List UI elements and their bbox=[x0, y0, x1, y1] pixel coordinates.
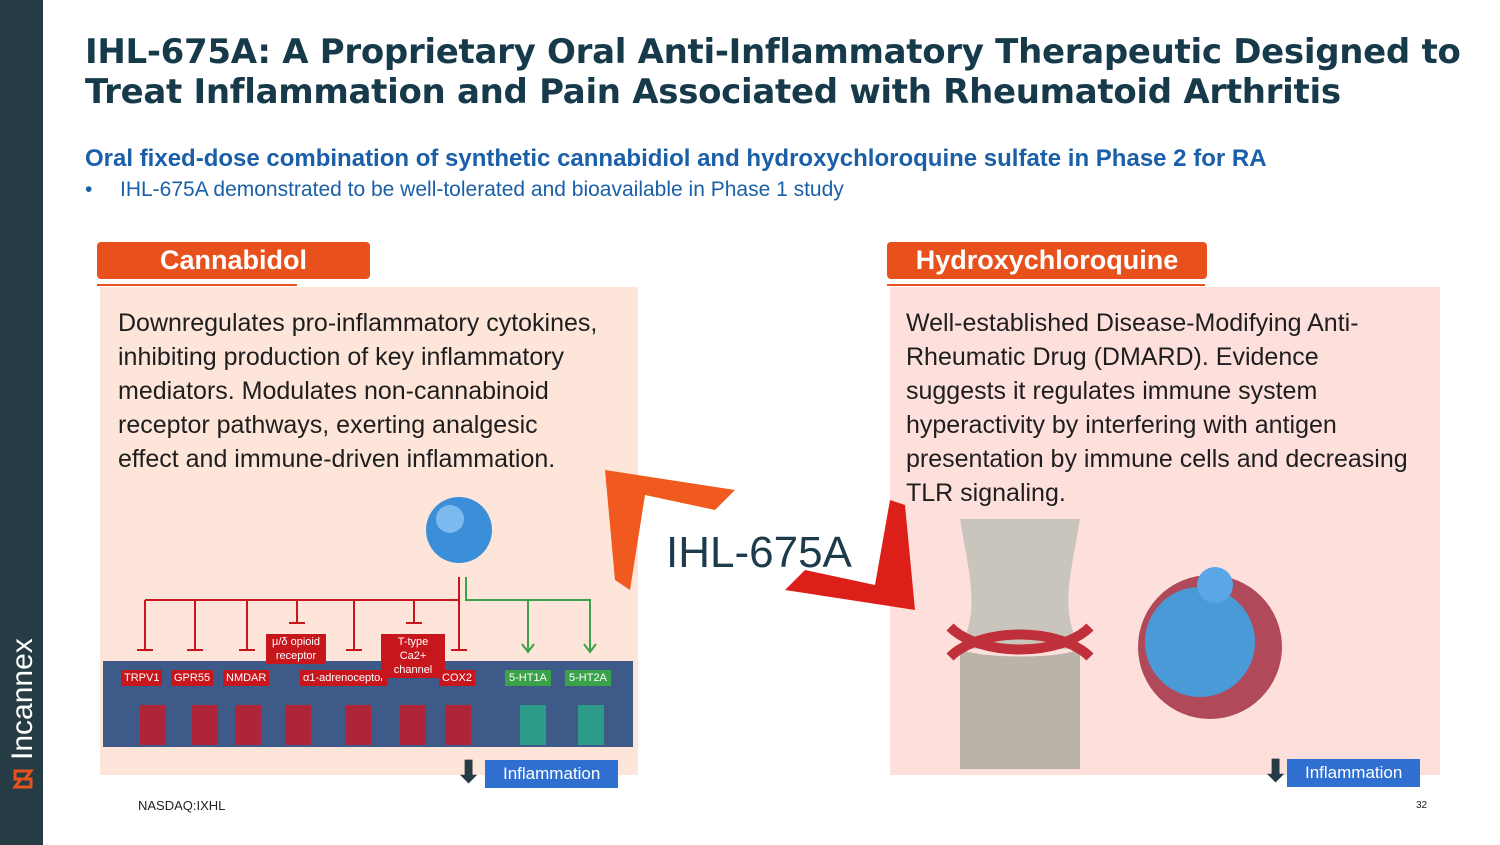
hydroxychloroquine-panel bbox=[890, 287, 1440, 775]
tag-underline bbox=[97, 284, 297, 286]
inflammation-label-left: Inflammation bbox=[485, 760, 619, 788]
receptor-5ht2a: 5-HT2A bbox=[565, 670, 611, 686]
down-arrow-icon: ⬇ bbox=[456, 756, 482, 789]
bullet-item: • IHL-675A demonstrated to be well-tolera… bbox=[85, 178, 844, 202]
receptor-nmdar: NMDAR bbox=[223, 670, 270, 686]
cannabidiol-description: Downregulates pro-inflammatory cytokines… bbox=[118, 309, 598, 473]
bullet-text: IHL-675A demonstrated to be well-tolerat… bbox=[120, 178, 844, 201]
brand-name: Incannex bbox=[6, 638, 39, 760]
down-arrow-icon: ⬇ bbox=[1263, 755, 1289, 788]
joint-illustration bbox=[946, 519, 1282, 769]
hydroxychloroquine-description: Well-established Disease-Modifying Anti-… bbox=[906, 309, 1408, 507]
receptor-trpv1: TRPV1 bbox=[121, 670, 163, 686]
page-number: 32 bbox=[1416, 800, 1428, 811]
brand-logo: Incannex bbox=[6, 638, 40, 790]
tag-underline bbox=[887, 284, 1205, 286]
receptor-gpr55: GPR55 bbox=[171, 670, 214, 686]
ticker: NASDAQ:IXHL bbox=[138, 798, 226, 813]
inflammation-label-right: Inflammation bbox=[1287, 759, 1421, 787]
subtitle: Oral fixed-dose combination of synthetic… bbox=[85, 145, 1267, 172]
bullet-icon: • bbox=[85, 178, 93, 201]
hydroxychloroquine-tag: Hydroxychloroquine bbox=[887, 242, 1207, 279]
cannabidiol-panel: TRPV1 GPR55 NMDAR μ/δ opioid receptor α1… bbox=[100, 287, 638, 775]
receptor-cox2: COX2 bbox=[439, 670, 475, 686]
receptor-adrenoceptor: α1-adrenoceptor bbox=[300, 670, 387, 686]
sidebar: Incannex bbox=[0, 0, 43, 845]
product-name: IHL-675A bbox=[666, 528, 852, 577]
receptor-ttype-calcium: T-type Ca2+ channel bbox=[381, 634, 445, 678]
receptor-5ht1a: 5-HT1A bbox=[505, 670, 551, 686]
cannabidiol-tag: Cannabidol bbox=[97, 242, 370, 279]
page-title: IHL-675A: A Proprietary Oral Anti-Inflam… bbox=[85, 32, 1461, 112]
receptor-opioid: μ/δ opioid receptor bbox=[266, 634, 326, 664]
combination-arrows-icon bbox=[605, 470, 915, 610]
incannex-logo-icon bbox=[12, 769, 34, 789]
